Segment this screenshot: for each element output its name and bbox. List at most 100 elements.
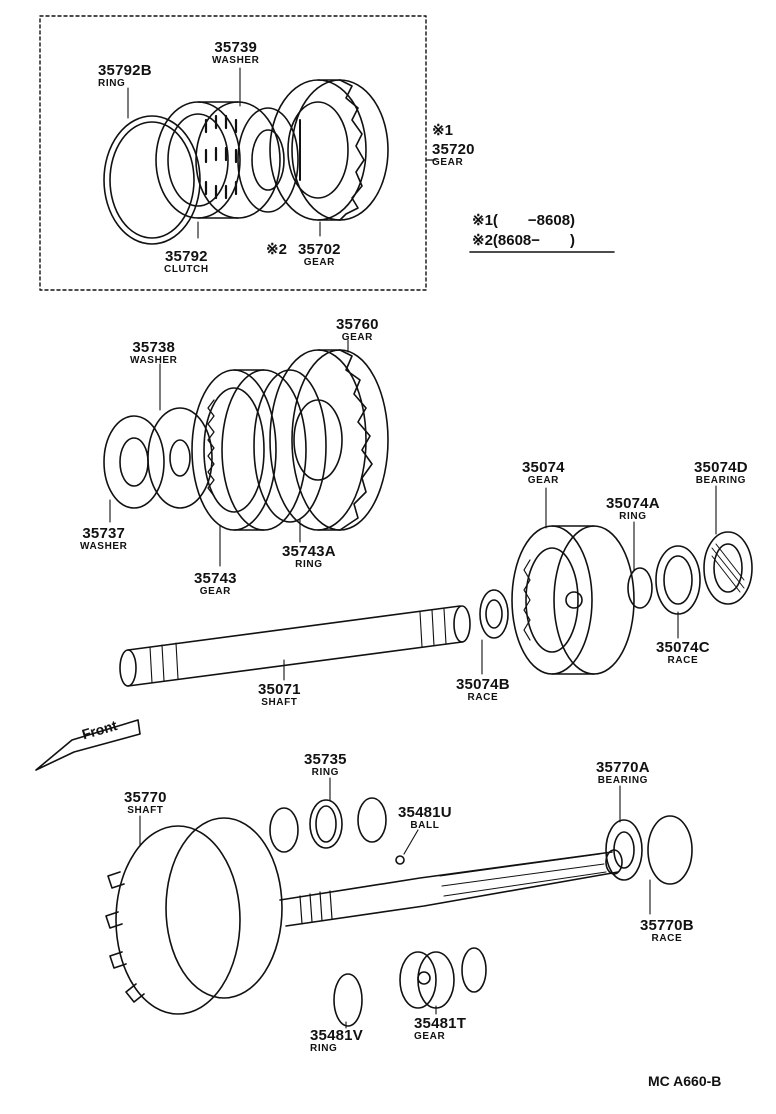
legend-line-1: ※1( −8608) (472, 212, 576, 229)
part-number: 35074 (522, 459, 565, 476)
part-number: 35743A (282, 543, 336, 560)
callout-35738: 35738 WASHER (130, 340, 178, 366)
ring-35743a-drawing (253, 369, 327, 523)
part-number: 35738 (132, 339, 176, 356)
callout-35481v: 35481V RING (310, 1028, 363, 1054)
callout-35792: 35792 CLUTCH (164, 249, 209, 275)
part-name: BEARING (695, 475, 747, 486)
callout-35743: 35743 GEAR (194, 571, 237, 597)
clutch-35792-drawing (155, 101, 281, 219)
part-name: RACE (667, 655, 699, 666)
part-number: 35702 (298, 241, 341, 258)
assembly-group-frame (39, 15, 427, 291)
part-name: GEAR (199, 586, 231, 597)
part-name: RING (310, 1043, 338, 1054)
callout-35743a: 35743A RING (282, 544, 336, 570)
part-number: 35735 (304, 751, 347, 768)
bearing-35074d-drawing (703, 531, 753, 605)
part-name: RING (98, 78, 126, 89)
part-name: GEAR (414, 1031, 446, 1042)
callout-35074b: 35074B RACE (456, 677, 510, 703)
ring-35481-extra-drawing (461, 947, 487, 993)
callout-35770: 35770 SHAFT (124, 790, 167, 816)
part-name: GEAR (341, 332, 373, 343)
ring-35074a-drawing (627, 567, 653, 609)
part-number: 35760 (336, 316, 379, 333)
gear-35720-drawing (269, 79, 389, 221)
part-number: 35071 (258, 681, 301, 698)
shaft-35770-drawing (105, 817, 623, 1015)
part-number: 35770B (640, 917, 694, 934)
part-name: SHAFT (127, 805, 164, 816)
callout-35481t: 35481T GEAR (414, 1016, 466, 1042)
front-arrow-drawing (35, 719, 141, 771)
callout-35735: 35735 RING (304, 752, 347, 778)
part-name: BALL (410, 820, 440, 831)
race-35074b-drawing (479, 589, 509, 639)
part-number: 35074B (456, 676, 510, 693)
callout-35071: 35071 SHAFT (258, 682, 301, 708)
note-mark-1: ※1 (432, 122, 453, 139)
part-number: 35074A (606, 495, 660, 512)
part-number: 35743 (194, 570, 237, 587)
part-number: 35074D (694, 459, 748, 476)
gear-35743-drawing (191, 369, 307, 531)
part-number: 35770A (596, 759, 650, 776)
part-number: 35481T (414, 1015, 467, 1032)
part-number: 35792 (165, 248, 208, 265)
part-name: WASHER (212, 55, 260, 66)
callout-35481u: 35481U BALL (398, 805, 452, 831)
part-number: 35792B (98, 62, 152, 79)
part-number: 35739 (214, 39, 258, 56)
part-name: BEARING (597, 775, 649, 786)
gear-35760-drawing (269, 349, 389, 531)
part-number: 35481V (310, 1027, 363, 1044)
legend-line-2: ※2(8608− ) (472, 232, 576, 249)
part-name: CLUTCH (164, 264, 209, 275)
ball-35481u-drawing (395, 855, 405, 865)
part-number: 35481U (398, 804, 452, 821)
part-name: RING (311, 767, 340, 778)
part-number: 35074C (656, 639, 710, 656)
callout-35074: 35074 GEAR (522, 460, 565, 486)
gear-35074-drawing (511, 525, 635, 675)
callout-35792b: 35792B RING (98, 63, 152, 89)
race-35074c-drawing (655, 545, 701, 615)
washer-35739-drawing (237, 107, 299, 213)
part-name: GEAR (303, 257, 335, 268)
gear-35481t-drawing (399, 951, 455, 1009)
callout-35074d: 35074D BEARING (694, 460, 748, 486)
part-name: WASHER (80, 541, 128, 552)
callout-35074a: 35074A RING (606, 496, 660, 522)
part-name: RING (295, 559, 323, 570)
part-number: 35720 (432, 141, 475, 158)
shaft-35071-drawing (119, 605, 471, 687)
part-name: RACE (467, 692, 499, 703)
ring-35481v-drawing (333, 973, 363, 1027)
part-name: GEAR (432, 157, 464, 168)
part-name: SHAFT (261, 697, 298, 708)
callout-35737: 35737 WASHER (80, 526, 128, 552)
note-mark-2: ※2 (266, 241, 287, 258)
part-name: RACE (651, 933, 683, 944)
bearing-35770a-drawing (605, 819, 643, 881)
part-name: WASHER (130, 355, 178, 366)
callout-35720: 35720 GEAR (432, 142, 475, 168)
callout-35739: 35739 WASHER (212, 40, 260, 66)
leader-lines (109, 67, 717, 1029)
ring-35735-drawing (269, 797, 387, 853)
callout-35770a: 35770A BEARING (596, 760, 650, 786)
race-35770b-drawing (647, 815, 693, 885)
callout-35760: 35760 GEAR (336, 317, 379, 343)
part-number: 35770 (124, 789, 167, 806)
callout-35702: 35702 GEAR (298, 242, 341, 268)
part-name: RING (619, 511, 647, 522)
part-name: GEAR (527, 475, 559, 486)
washer-35737-drawing (103, 415, 165, 509)
ring-35792b-drawing (103, 115, 201, 245)
part-number: 35737 (82, 525, 126, 542)
washer-35738-drawing (147, 407, 213, 509)
callout-35074c: 35074C RACE (656, 640, 710, 666)
drawing-code: MC A660-B (648, 1073, 722, 1089)
